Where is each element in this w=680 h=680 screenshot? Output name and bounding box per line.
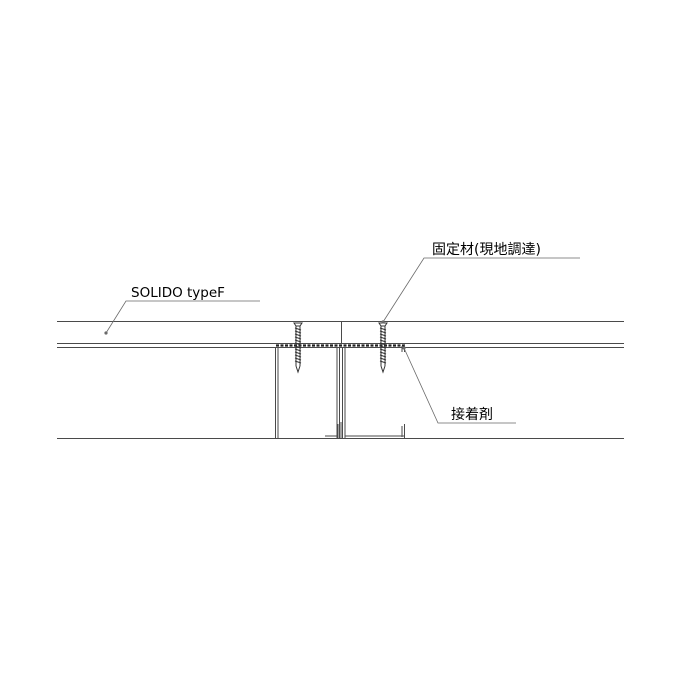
leader-product	[104, 300, 260, 335]
label-adhesive: 接着剤	[451, 406, 493, 423]
floor-panel	[57, 321, 624, 348]
leader-fastener	[381, 257, 580, 324]
screw-right	[378, 322, 388, 374]
leader-adhesive	[402, 346, 516, 424]
label-solido-typef: SOLIDO typeF	[131, 285, 225, 301]
leader-fastener-dot	[381, 320, 385, 324]
steel-joist-right	[337, 345, 405, 439]
steel-joist-left	[275, 347, 340, 439]
label-fastener: 固定材(現地調達)	[432, 242, 541, 258]
leader-adhesive-dot	[402, 346, 406, 350]
leader-product-dot	[104, 331, 108, 335]
screw-left	[293, 322, 303, 374]
